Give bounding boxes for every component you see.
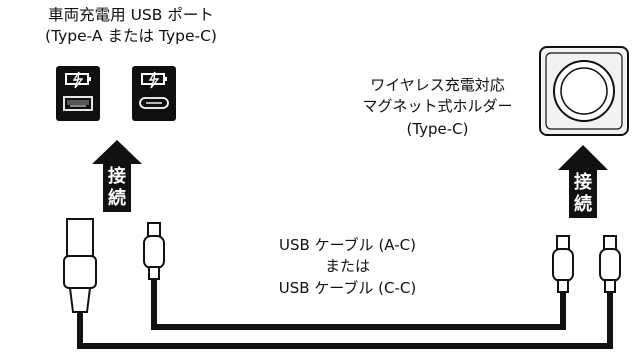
usb-a-plug <box>63 218 97 313</box>
cable-wires <box>77 278 613 349</box>
up-arrow-icon: 接 続 <box>558 145 608 218</box>
holder-type-note: (Type-C) <box>406 120 469 138</box>
usb-a-port-panel <box>56 66 100 121</box>
usb-c-plug <box>599 235 621 293</box>
battery-charging-icon <box>141 71 167 89</box>
wireless-holder-icon <box>539 46 629 136</box>
usb-c-port-icon <box>139 97 169 109</box>
usb-port-title: 車両充電用 USB ポート <box>48 6 214 24</box>
usb-port-type-note: (Type-A または Type-C) <box>45 27 217 45</box>
holder-title-line1: ワイヤレス充電対応 <box>370 76 505 94</box>
cable-label-c-c: USB ケーブル (C-C) <box>278 279 417 297</box>
arrow-label-connect-top: 接 <box>574 171 592 193</box>
holder-title-line2: マグネット式ホルダー <box>362 97 513 115</box>
usb-a-cable-wire <box>77 290 613 349</box>
arrow-label-connect-bottom: 続 <box>108 187 126 209</box>
up-arrow-icon: 接 続 <box>92 140 142 212</box>
cable-label-a-c: USB ケーブル (A-C) <box>279 236 416 254</box>
battery-charging-icon <box>65 71 91 89</box>
cable-label-or: または <box>324 257 370 275</box>
usb-c-port-panel <box>132 66 176 121</box>
usb-c-plug <box>552 235 574 293</box>
usb-c-plug <box>143 222 165 280</box>
arrow-label-connect-bottom: 続 <box>574 193 592 215</box>
arrow-label-connect-top: 接 <box>108 165 126 187</box>
usb-c-cable-wire <box>151 278 566 330</box>
usb-a-port-icon <box>63 96 93 111</box>
